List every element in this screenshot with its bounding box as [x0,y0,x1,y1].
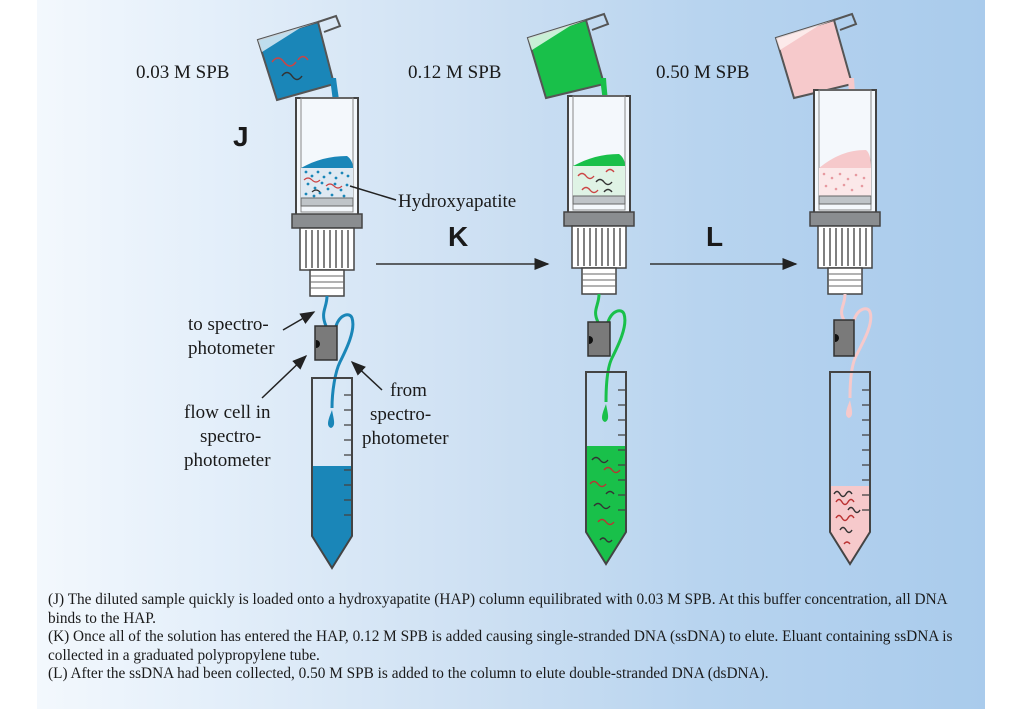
from-spectro-label-2: spectro- [370,404,431,425]
tubing-in-k [604,309,627,403]
tubing-in-j [330,313,355,409]
flow-cell-arrow [261,354,308,399]
hydroxyapatite-label: Hydroxyapatite [398,191,516,212]
flow-cell-label-1: flow cell in [184,402,271,423]
tubing-in-l [848,307,873,399]
stage-l: 0.50 M SPB [656,12,881,566]
stage-j: 0.03 M SPB J [136,14,363,570]
caption-k: (K) Once all of the solution has entered… [48,628,953,664]
column-l [809,89,881,295]
stage-letter-l: L [706,221,723,252]
buffer-label-l: 0.50 M SPB [656,62,749,83]
from-spectro-label-3: photometer [362,428,449,449]
figure-caption: (J) The diluted sample quickly is loaded… [48,591,973,684]
caption-l: (L) After the ssDNA had been collected, … [48,665,769,683]
caption-j: (J) The diluted sample quickly is loaded… [48,591,947,627]
column-j [291,97,363,297]
from-spectro-label-1: from [390,380,427,401]
flow-cell-k [587,321,611,357]
collection-tube-j [311,377,353,570]
column-k [563,95,635,295]
collection-tube-l [829,371,871,566]
beaker-k [526,12,610,100]
hydroxyapatite-pointer [349,185,397,201]
collection-tube-k [585,371,627,566]
drop-j [328,410,335,428]
to-spectro-label-1: to spectro- [188,314,269,335]
tubing-out-k [594,293,601,323]
tubing-out-j [322,295,329,327]
flow-cell-label-2: spectro- [200,426,261,447]
to-spectro-label-2: photometer [188,338,275,359]
beaker-j [256,14,342,102]
beaker-l [774,12,858,100]
to-spectro-arrow [282,311,316,331]
buffer-label-k: 0.12 M SPB [408,62,501,83]
buffer-label-j: 0.03 M SPB [136,62,229,83]
tubing-out-l [840,293,847,321]
flow-cell-label-3: photometer [184,450,271,471]
stage-letter-k: K [448,221,468,252]
drop-k [602,404,609,422]
from-spectro-arrow [350,360,383,391]
flow-cell-l [833,319,855,357]
flow-cell-j [314,325,338,361]
drop-l [846,400,853,418]
stage-letter-j: J [233,121,249,152]
stage-k: 0.12 M SPB [408,12,635,566]
